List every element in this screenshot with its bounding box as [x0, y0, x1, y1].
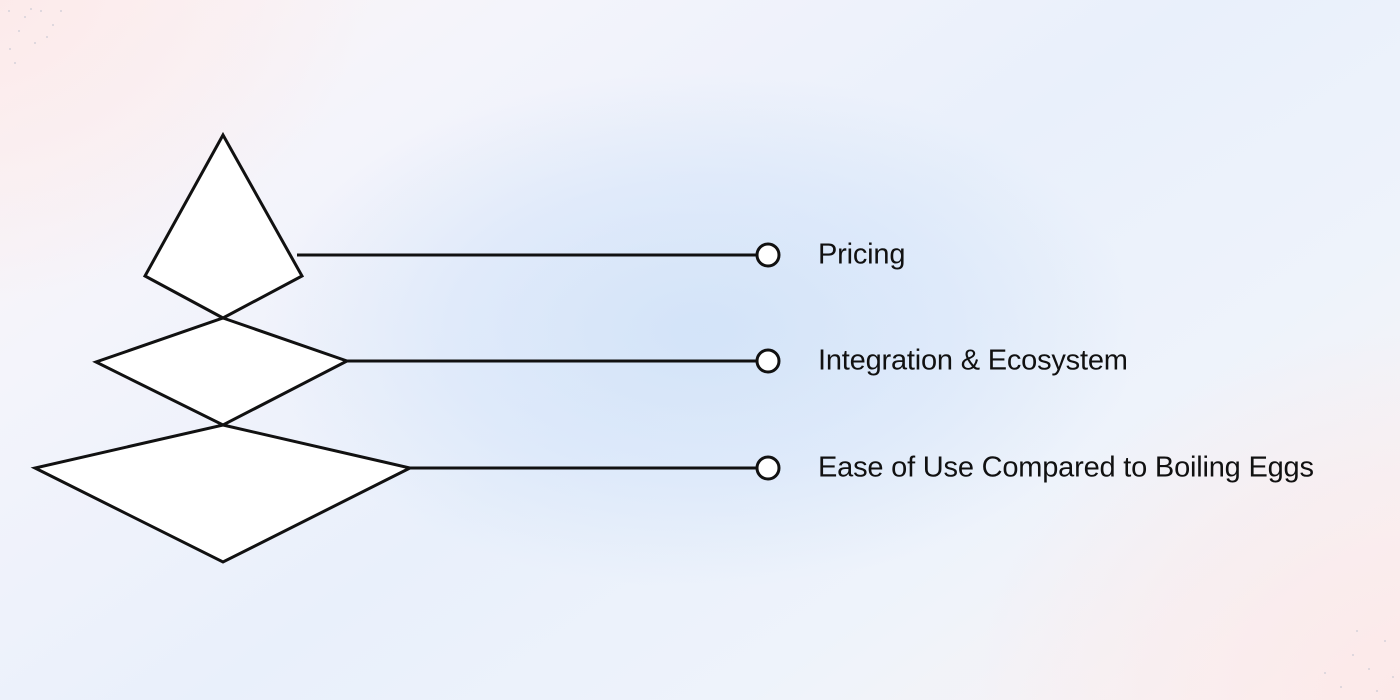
- callout-marker-integration-ecosystem[interactable]: [755, 348, 781, 374]
- callout-marker-ease-of-use[interactable]: [755, 455, 781, 481]
- pyramid-layer-middle[interactable]: [92, 316, 351, 427]
- pyramid-layer-bottom[interactable]: [30, 423, 415, 564]
- callout-label-pricing: Pricing: [818, 238, 906, 271]
- pyramid-layer-top[interactable]: [142, 131, 305, 320]
- callout-label-integration-ecosystem: Integration & Ecosystem: [818, 344, 1128, 377]
- callout-label-ease-of-use: Ease of Use Compared to Boiling Eggs: [818, 451, 1314, 484]
- callout-marker-pricing[interactable]: [755, 242, 781, 268]
